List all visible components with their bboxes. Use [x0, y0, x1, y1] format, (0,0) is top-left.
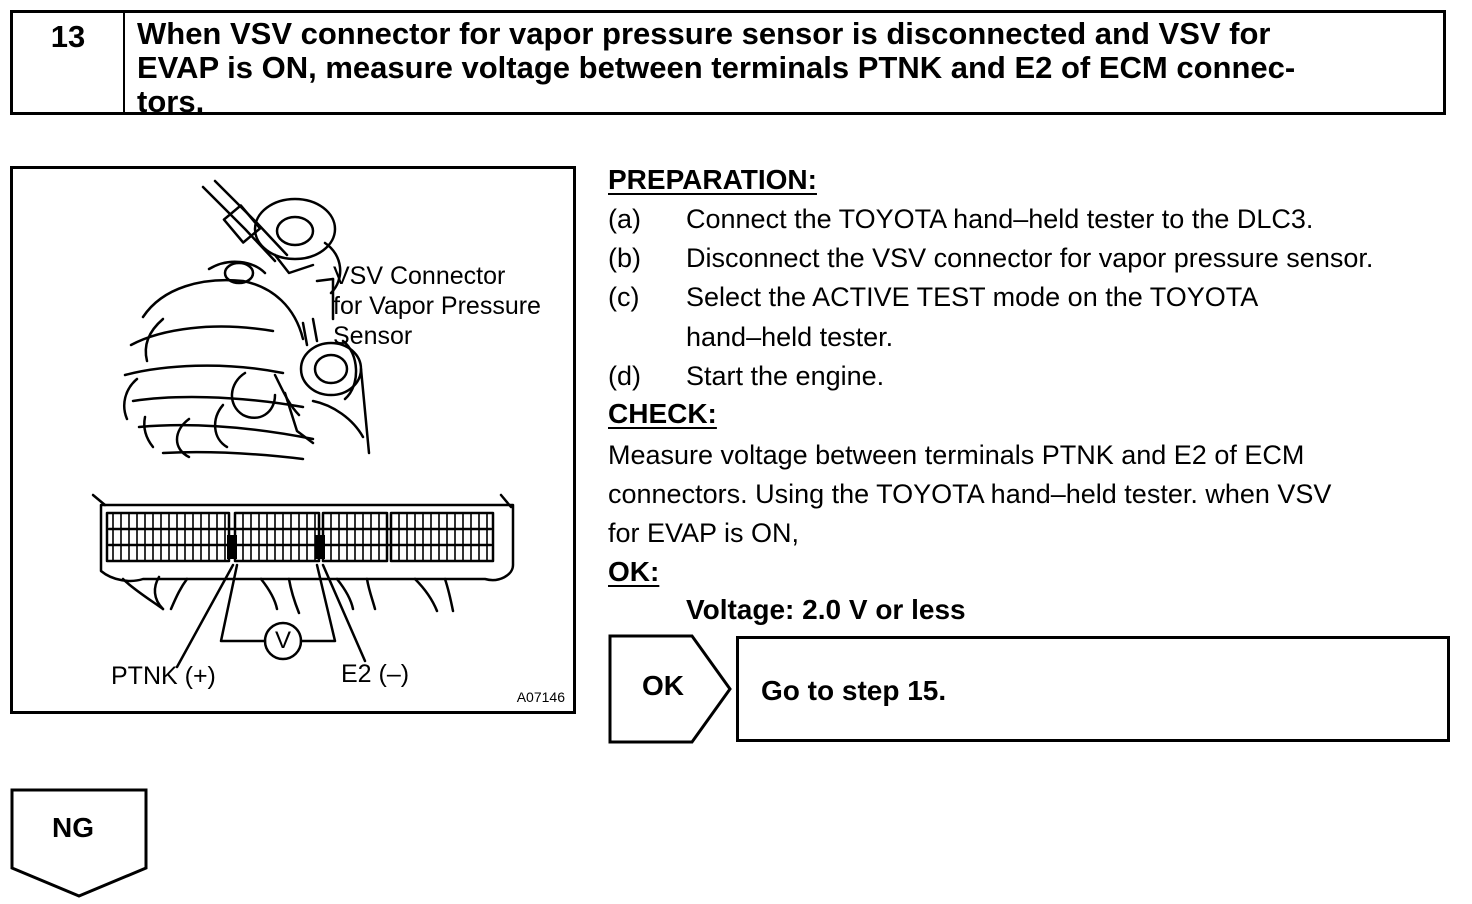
ok-heading: OK:	[608, 556, 660, 587]
ng-arrow-box	[10, 788, 148, 898]
engine-ecm-illustration: VSV Connector for Vapor Pressure Sensor …	[10, 166, 576, 714]
preparation-item-c-continued: hand–held tester.	[686, 322, 894, 352]
item-letter: (a)	[608, 204, 641, 234]
vsv-connector-label-line-2: for Vapor Pressure	[333, 292, 541, 320]
ok-result-box: Go to step 15.	[736, 636, 1450, 742]
check-text-line-3: for EVAP is ON,	[608, 518, 800, 548]
voltmeter-symbol: V	[275, 627, 292, 654]
ptnk-terminal-label: PTNK (+)	[111, 662, 216, 690]
vsv-connector-label-line-3: Sensor	[333, 322, 413, 350]
vsv-connector-label-line-1: VSV Connector	[333, 262, 506, 290]
ptnk-terminal-marker	[227, 535, 237, 559]
step-title-line-3: tors.	[137, 84, 205, 119]
ok-result-action: Go to step 15.	[761, 675, 947, 706]
item-text: Start the engine.	[686, 361, 885, 391]
e2-terminal-marker	[315, 535, 325, 559]
preparation-heading: PREPARATION:	[608, 164, 817, 195]
step-title-line-2: EVAP is ON, measure voltage between term…	[137, 50, 1296, 85]
step-header: 13 When VSV connector for vapor pressure…	[10, 10, 1446, 119]
item-text: Connect the TOYOTA hand–held tester to t…	[686, 204, 1314, 234]
step-title-line-1: When VSV connector for vapor pressure se…	[137, 16, 1271, 51]
preparation-item-a: (a) Connect the TOYOTA hand–held tester t…	[608, 200, 1313, 239]
ok-arrow-box	[608, 634, 732, 744]
check-text-line-1: Measure voltage between terminals PTNK a…	[608, 440, 1305, 470]
preparation-item-b: (b) Disconnect the VSV connector for vapo…	[608, 239, 1373, 278]
vsv-connector-label: VSV Connector for Vapor Pressure Sensor	[333, 261, 541, 351]
item-letter: (c)	[608, 282, 640, 312]
item-letter: (b)	[608, 243, 641, 273]
step-title: When VSV connector for vapor pressure se…	[137, 17, 1427, 119]
ng-result-label: NG	[52, 812, 94, 843]
item-text: Select the ACTIVE TEST mode on the TOYOT…	[686, 282, 1259, 312]
e2-terminal-label: E2 (–)	[341, 660, 410, 688]
check-text-line-2: connectors. Using the TOYOTA hand–held t…	[608, 479, 1332, 509]
preparation-item-d: (d) Start the engine.	[608, 357, 884, 396]
figure-code: A07146	[516, 689, 565, 705]
engine-diagram-drawing	[91, 179, 515, 669]
step-number: 13	[13, 13, 125, 112]
voltage-spec: Voltage: 2.0 V or less	[686, 594, 966, 625]
preparation-item-c: (c) Select the ACTIVE TEST mode on the TO…	[608, 278, 1258, 317]
item-letter: (d)	[608, 361, 641, 391]
item-text: Disconnect the VSV connector for vapor p…	[686, 243, 1374, 273]
ok-result-label: OK	[642, 670, 684, 701]
check-heading: CHECK:	[608, 398, 717, 429]
